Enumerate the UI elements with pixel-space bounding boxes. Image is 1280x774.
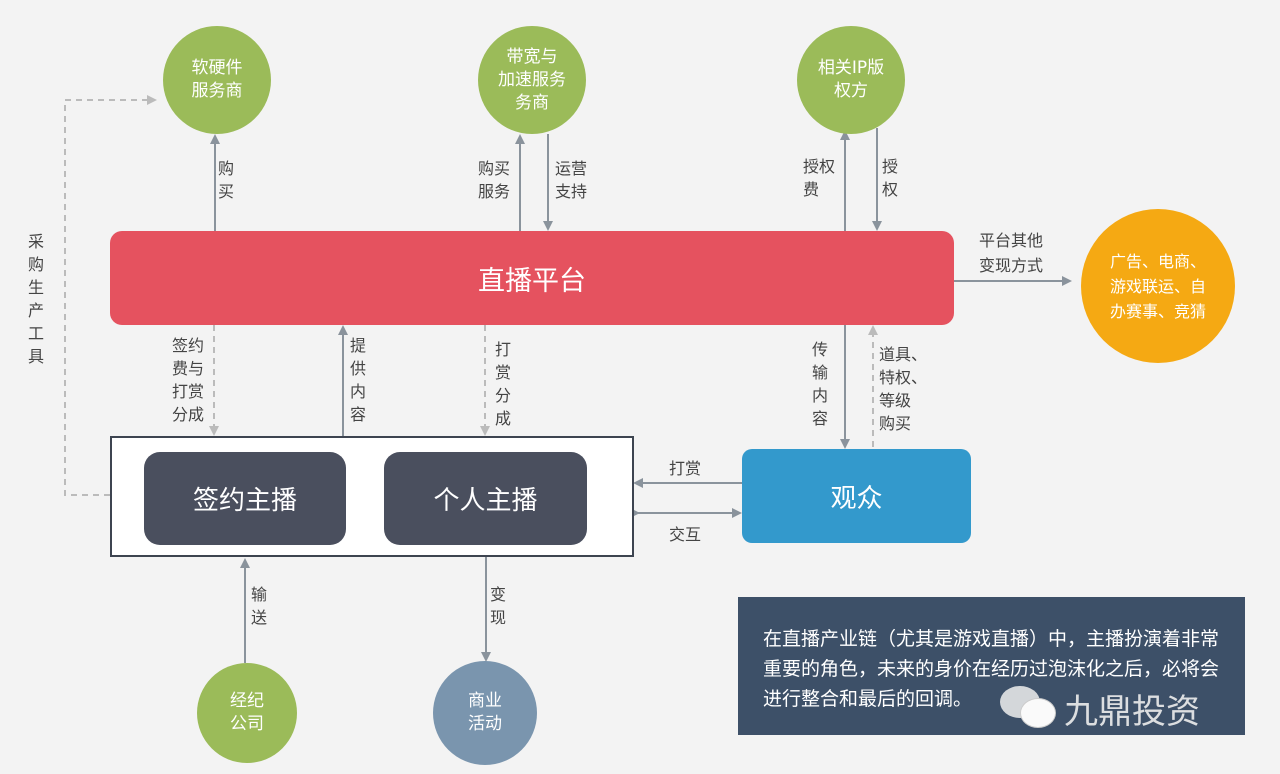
label-platform-other: 平台其他 变现方式: [979, 231, 1044, 275]
node-platform: 直播平台: [110, 231, 954, 325]
wechat-icon: [1000, 682, 1060, 732]
label-interact: 交互: [669, 525, 702, 544]
watermark-text: 九鼎投资: [1064, 692, 1200, 732]
note-box: 在直播产业链（尤其是游戏直播）中，主播扮演着非常重要的角色，未来的身价在经历过泡…: [738, 597, 1245, 735]
label-provide-content: 提 供 内 容: [350, 336, 367, 424]
node-signed-streamer: 签约主播: [144, 452, 346, 545]
node-agency: 经纪 公司: [197, 663, 297, 763]
label-license-fee: 授权 费: [803, 157, 836, 199]
node-ip-owner: 相关IP版 权方: [797, 26, 905, 134]
label-buy-service: 购买 服务: [478, 159, 511, 201]
node-individual-streamer: 个人主播: [384, 452, 587, 545]
note-text: 在直播产业链（尤其是游戏直播）中，主播扮演着非常重要的角色，未来的身价在经历过泡…: [763, 628, 1220, 710]
label-license: 授 权: [882, 157, 899, 199]
label-monetize: 变 现: [490, 585, 507, 627]
label-buy: 购 买: [218, 159, 235, 201]
node-business: 商业 活动: [433, 661, 537, 765]
label-tip-share: 打 赏 分 成: [495, 340, 512, 428]
node-other-monetization: 广告、电商、 游戏联运、自 办赛事、竞猜: [1081, 209, 1235, 363]
node-hardware-vendor: 软硬件 服务商: [163, 26, 271, 134]
label-transmit-content: 传 输 内 容: [812, 340, 829, 428]
node-audience: 观众: [742, 449, 971, 543]
label-deliver: 输 送: [251, 585, 268, 627]
label-tip: 打赏: [669, 459, 702, 478]
arrow-procure-tools: [64, 95, 157, 496]
label-operation-support: 运营 支持: [555, 159, 588, 201]
label-props-purchase: 道具、 特权、 等级 购买: [879, 345, 928, 433]
label-sign-fee: 签约 费与 打赏 分成: [172, 336, 205, 424]
label-procure-tools: 采 购 生 产 工 具: [28, 232, 45, 366]
node-bandwidth-vendor: 带宽与 加速服务 务商: [478, 26, 586, 134]
